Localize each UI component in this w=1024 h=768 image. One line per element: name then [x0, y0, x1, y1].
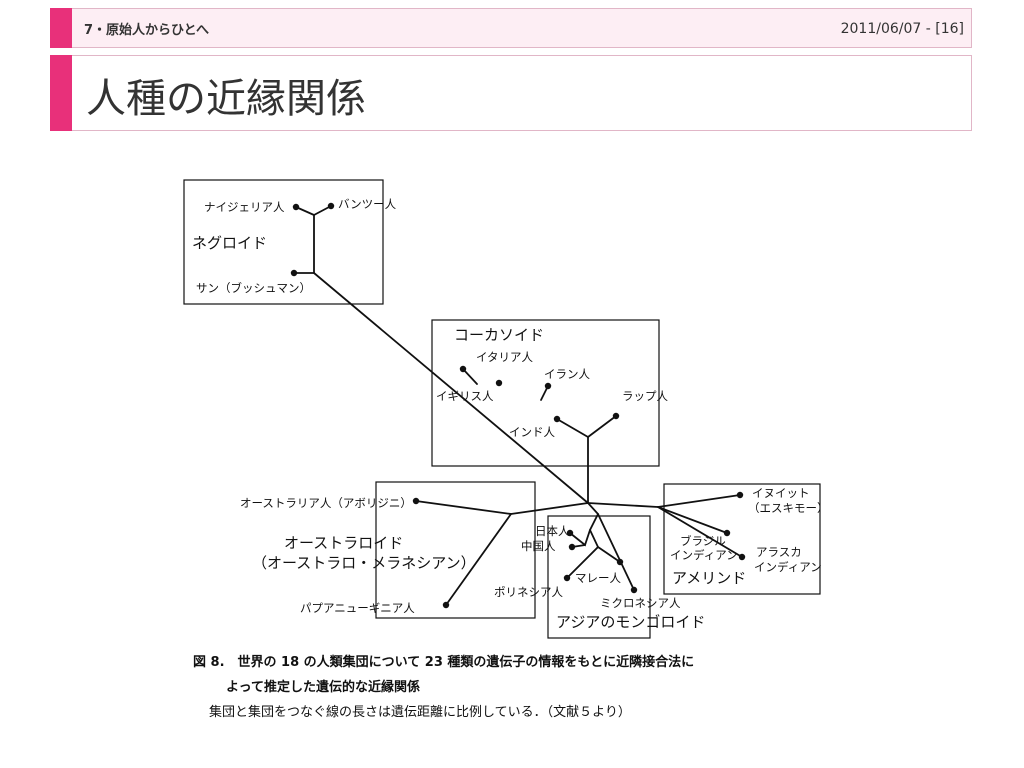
node-micronesian: [630, 586, 638, 594]
label-inuit-sub: （エスキモー）: [748, 501, 829, 515]
node-indian: [553, 415, 561, 423]
branch-lapp: [587, 415, 617, 438]
label-alaska-1: アラスカ: [756, 545, 802, 559]
label-brazil-2: インディアン: [670, 548, 738, 562]
branch-main: [313, 272, 589, 504]
tree-nodes: [290, 202, 746, 609]
caption-line-3: 集団と集団をつなぐ線の長さは遺伝距離に比例している．（文献５より）: [209, 705, 631, 720]
label-san: サン（ブッシュマン）: [196, 281, 311, 295]
branch-aboriginal: [415, 500, 589, 515]
node-alaska: [738, 553, 746, 561]
section-label: 7・原始人からひとへ: [84, 23, 210, 38]
label-japanese: 日本人: [535, 524, 570, 538]
header-accent: [50, 8, 72, 48]
amerind-box: [663, 483, 821, 595]
label-brazil-1: ブラジル: [680, 534, 726, 548]
label-micronesian: ミクロネシア人: [600, 596, 681, 610]
label-caucasoid: コーカソイド: [454, 326, 544, 344]
node-inuit: [736, 491, 744, 499]
node-polynesian: [616, 558, 624, 566]
branch-micronesian: [597, 513, 635, 591]
node-san: [290, 269, 298, 277]
label-iranian: イラン人: [544, 367, 590, 381]
node-japanese: [566, 529, 574, 537]
node-bantu: [327, 202, 335, 210]
label-nigerian: ナイジェリア人: [204, 200, 285, 214]
label-negroid: ネグロイド: [192, 234, 267, 252]
caption-line-1: 図 8. 世界の 18 の人類集団について 23 種類の遺伝子の情報をもとに近隣…: [193, 655, 695, 670]
page-title: 人種の近縁関係: [86, 76, 366, 122]
title-box: [50, 55, 972, 131]
node-brazil: [723, 529, 731, 537]
label-italian: イタリア人: [476, 350, 534, 364]
label-mongoloid: アジアのモンゴロイド: [556, 613, 705, 631]
node-iranian: [544, 382, 552, 390]
branch-italian: [462, 368, 478, 385]
label-indian: インド人: [509, 425, 555, 439]
node-papuan: [442, 601, 450, 609]
label-polynesian: ポリネシア人: [494, 585, 563, 599]
label-malay: マレー人: [575, 571, 621, 585]
label-australoid-sub: （オーストラロ・メラネシアン）: [252, 554, 476, 572]
header-bar: [50, 8, 972, 48]
label-english: イギリス人: [436, 389, 494, 403]
branch-indian: [556, 418, 589, 438]
label-australoid: オーストラロイド: [284, 534, 403, 552]
tree-branches: [293, 205, 743, 606]
branch-brazil: [657, 506, 728, 534]
label-aboriginal: オーストラリア人（アボリジニ）: [240, 496, 412, 510]
label-papuan: パプアニューギニア人: [300, 601, 415, 615]
node-lapp: [612, 412, 620, 420]
node-english: [495, 379, 503, 387]
caption-line-2: よって推定した遺伝的な近縁関係: [226, 680, 420, 695]
branch-alaska: [657, 506, 743, 558]
label-lapp: ラップ人: [622, 389, 668, 403]
branch-nigerian: [295, 206, 315, 274]
label-inuit: イヌイット: [752, 486, 810, 500]
node-nigerian: [292, 203, 300, 211]
label-bantu: バンツー人: [338, 197, 397, 211]
branch-bantu: [313, 205, 332, 216]
branch-papuan: [445, 513, 512, 606]
label-chinese: 中国人: [521, 539, 556, 553]
slide-date: 2011/06/07 - [16]: [840, 21, 964, 37]
title-accent: [50, 55, 72, 131]
australoid-box: [375, 481, 536, 619]
label-alaska-2: インディアン: [754, 560, 822, 574]
node-malay: [563, 574, 571, 582]
negroid-box: [183, 179, 384, 305]
caucasoid-box: [431, 319, 660, 467]
node-aboriginal: [412, 497, 420, 505]
branch-polynesian: [597, 546, 621, 563]
node-italian: [459, 365, 467, 373]
label-amerind: アメリンド: [672, 569, 746, 587]
group-labels: ネグロイド コーカソイド オーストラロイド （オーストラロ・メラネシアン） アメ…: [192, 234, 746, 631]
population-labels: ナイジェリア人 バンツー人 サン（ブッシュマン） イタリア人 イラン人 イギリス…: [196, 197, 829, 615]
node-chinese: [568, 543, 576, 551]
